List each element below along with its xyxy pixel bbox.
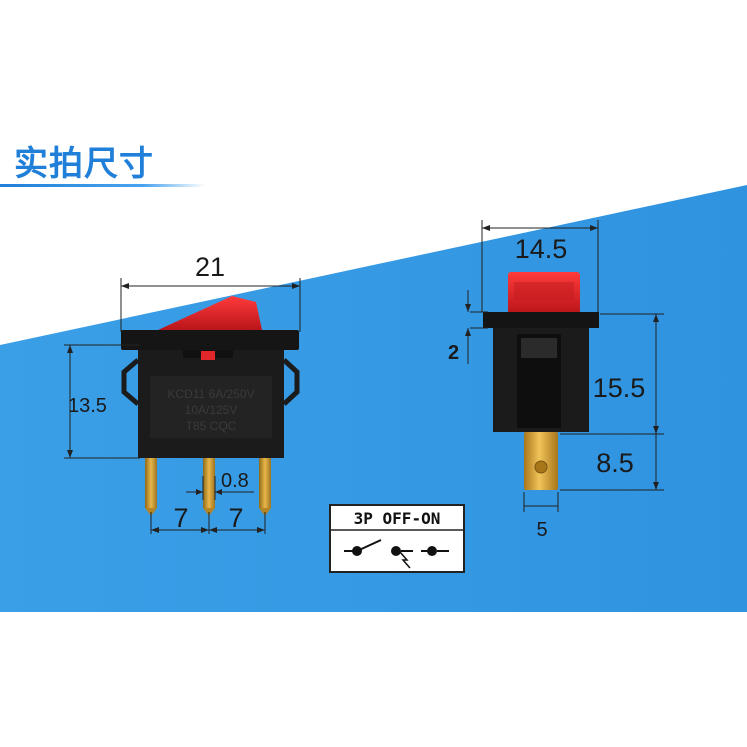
side-bezel: [483, 312, 599, 328]
pin-right: [259, 458, 271, 508]
terminal-width-label: 5: [536, 519, 547, 541]
side-width-label: 14.5: [515, 234, 568, 264]
front-height-label: 13.5: [68, 395, 107, 417]
side-view: 14.5 2 15.: [448, 220, 664, 541]
terminal-height-label: 8.5: [596, 448, 634, 478]
pin-thickness-label: 0.8: [221, 470, 249, 492]
molded-text-1: KCD11 6A/250V: [167, 387, 254, 401]
rocker: [158, 296, 262, 330]
circuit-diagram: 3P OFF-ON: [329, 504, 465, 573]
pin-middle: [203, 458, 215, 508]
rocker-height-label: 2: [448, 342, 459, 364]
pin-left: [145, 458, 157, 508]
molded-text-3: T85 CQC: [186, 419, 237, 433]
pin-gap-right-label: 7: [228, 503, 243, 533]
bezel: [121, 330, 299, 350]
front-view: 21 KCD11 6A/250V 10A/125V T85 CQC: [64, 252, 301, 534]
page-title: 实拍尺寸: [14, 144, 154, 184]
molded-text-2: 10A/125V: [185, 403, 238, 417]
front-width-label: 21: [195, 252, 225, 282]
circuit-label: 3P OFF-ON: [354, 509, 441, 528]
title-underline: [0, 184, 205, 187]
pin-gap-left-label: 7: [173, 503, 188, 533]
body-height-label: 15.5: [593, 373, 646, 403]
